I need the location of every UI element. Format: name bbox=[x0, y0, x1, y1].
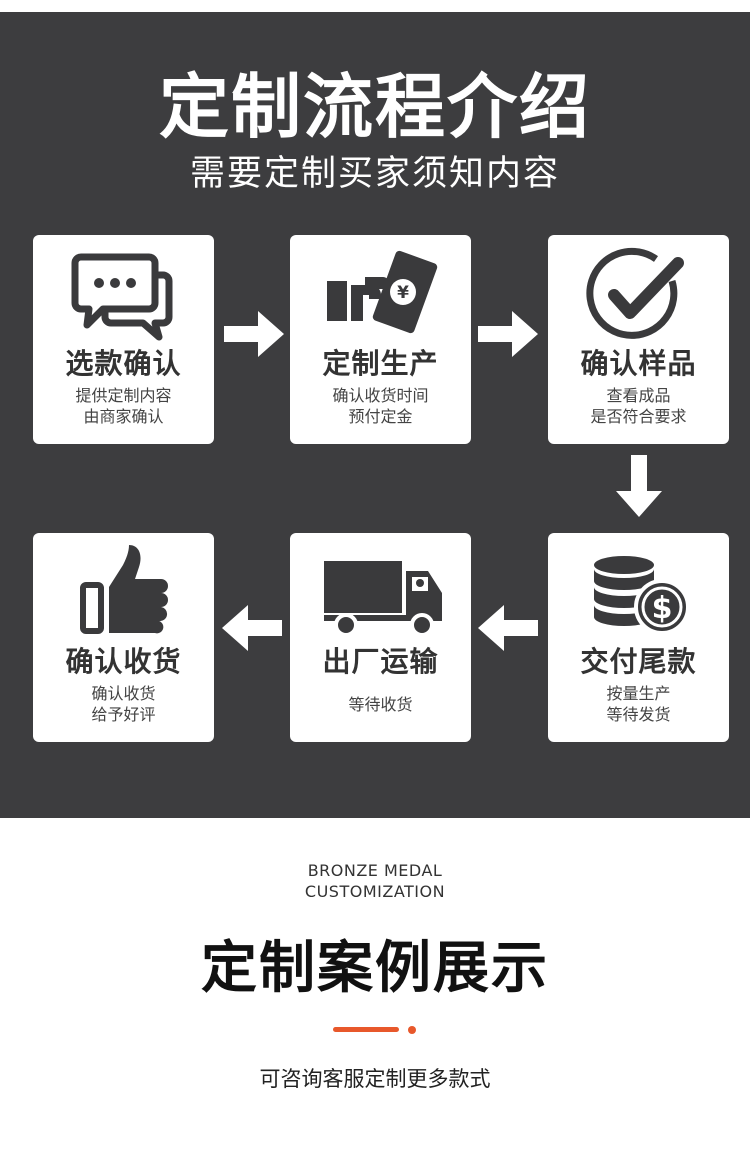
arrow-down-icon bbox=[616, 455, 662, 517]
accent-dot bbox=[408, 1026, 416, 1034]
step-card-production: ¥ 定制生产 确认收货时间 预付定金 bbox=[290, 235, 471, 444]
thumbs-up-icon bbox=[33, 545, 214, 645]
accent-bar bbox=[333, 1027, 399, 1032]
step-card-select: 选款确认 提供定制内容 由商家确认 bbox=[33, 235, 214, 444]
arrow-left-icon bbox=[478, 605, 538, 651]
arrow-left-icon bbox=[222, 605, 282, 651]
showcase-title: 定制案例展示 bbox=[201, 936, 549, 1001]
step-description: 按量生产 等待发货 bbox=[606, 684, 671, 724]
step-description: 确认收货 给予好评 bbox=[91, 684, 156, 724]
step-title: 选款确认 bbox=[65, 347, 182, 380]
step-description: 等待收货 bbox=[348, 695, 413, 714]
page-title: 定制流程介绍 bbox=[159, 66, 591, 148]
step-description: 确认收货时间 预付定金 bbox=[332, 386, 429, 426]
step-title: 确认样品 bbox=[580, 347, 697, 380]
step-title: 出厂运输 bbox=[322, 645, 439, 678]
checkmark-circle-icon bbox=[548, 247, 729, 347]
showcase-note: 可咨询客服定制更多款式 bbox=[259, 1067, 491, 1091]
hand-money-icon: ¥ bbox=[290, 247, 471, 347]
coins-dollar-icon: $ bbox=[548, 545, 729, 645]
step-card-shipping: 出厂运输 等待收货 bbox=[290, 533, 471, 742]
step-title: 定制生产 bbox=[322, 347, 439, 380]
page-subtitle: 需要定制买家须知内容 bbox=[189, 154, 560, 194]
english-heading-line1: BRONZE MEDAL bbox=[307, 861, 443, 880]
english-heading-line2: CUSTOMIZATION bbox=[304, 882, 446, 901]
step-description: 提供定制内容 由商家确认 bbox=[75, 386, 172, 426]
arrow-right-icon bbox=[478, 311, 538, 357]
svg-text:$: $ bbox=[651, 591, 672, 626]
step-title: 交付尾款 bbox=[580, 645, 697, 678]
step-card-sample: 确认样品 查看成品 是否符合要求 bbox=[548, 235, 729, 444]
arrow-right-icon bbox=[224, 311, 284, 357]
step-card-balance: $ 交付尾款 按量生产 等待发货 bbox=[548, 533, 729, 742]
step-title: 确认收货 bbox=[65, 645, 182, 678]
svg-text:¥: ¥ bbox=[397, 283, 409, 303]
step-description: 查看成品 是否符合要求 bbox=[590, 386, 687, 426]
chat-bubbles-icon bbox=[33, 247, 214, 347]
step-card-receipt: 确认收货 确认收货 给予好评 bbox=[33, 533, 214, 742]
delivery-truck-icon bbox=[290, 545, 471, 645]
